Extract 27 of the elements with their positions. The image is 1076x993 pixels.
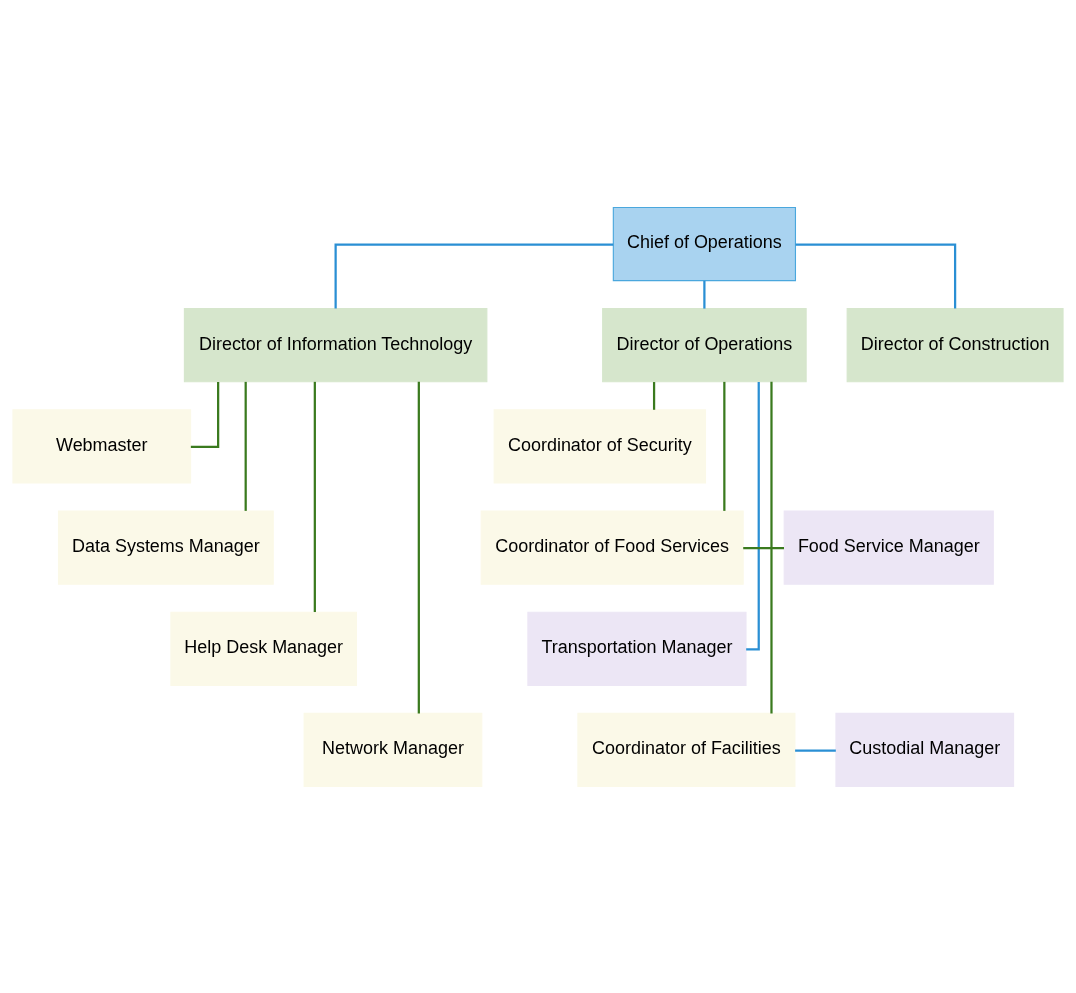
- node-box: Webmaster: [12, 408, 192, 483]
- node-box: Network Manager: [303, 712, 483, 787]
- connector: [770, 381, 773, 713]
- node-box: Help Desk Manager: [170, 611, 357, 686]
- connector: [334, 242, 614, 309]
- node-box: Chief of Operations: [612, 206, 796, 281]
- node-box: Data Systems Manager: [57, 510, 274, 585]
- node-box: Coordinator of Facilities: [577, 712, 796, 787]
- connector: [723, 381, 726, 511]
- connector: [313, 381, 316, 612]
- connector: [795, 242, 957, 309]
- node-box: Coordinator of Food Services: [480, 510, 744, 585]
- node-box: Director of Information Technology: [183, 307, 488, 382]
- connector: [417, 381, 420, 713]
- connector: [244, 381, 247, 511]
- connector: [190, 381, 220, 448]
- node-box: Transportation Manager: [527, 611, 747, 686]
- connector: [652, 381, 656, 410]
- connector: [703, 280, 706, 309]
- node-box: Coordinator of Security: [493, 408, 707, 483]
- node-box: Director of Operations: [602, 307, 807, 382]
- connector: [746, 381, 760, 650]
- connector: [743, 546, 784, 549]
- node-box: Director of Construction: [846, 307, 1064, 382]
- node-box: Food Service Manager: [783, 510, 994, 585]
- connector: [795, 748, 836, 752]
- node-box: Custodial Manager: [835, 712, 1015, 787]
